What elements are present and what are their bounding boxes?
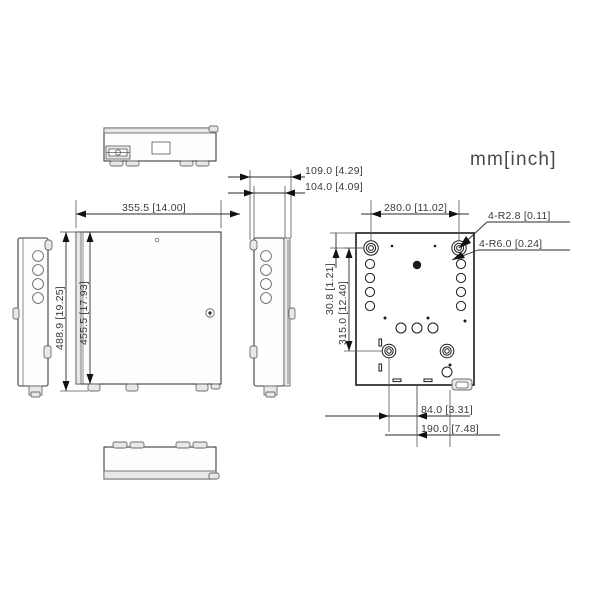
dimension-top-width-label: 355.5 [14.00] xyxy=(122,202,186,214)
bottom-view xyxy=(103,441,220,480)
dimension-height-inner-label: 455.5 [17.93] xyxy=(78,281,90,345)
mounting-hole-top-left xyxy=(363,240,379,256)
top-view xyxy=(103,125,219,167)
top-view-latch-detail xyxy=(105,145,131,160)
dimension-rear-width: 280.0 [11.02] xyxy=(361,200,469,240)
units-label: mm[inch] xyxy=(470,149,557,170)
callout-radius-small: 4-R2.8 [0.11] xyxy=(458,210,570,249)
dimension-height-outer-label: 488.9 [19.25] xyxy=(54,286,66,350)
dimension-bottom-large-label: 190.0 [7.48] xyxy=(421,423,479,435)
callout-radius-small-label: 4-R2.8 [0.11] xyxy=(488,210,551,222)
dimension-bottom-small-label: 84.0 [3.31] xyxy=(421,404,473,416)
callout-radius-large-label: 4-R6.0 [0.24] xyxy=(479,238,542,250)
dimension-rear-top-offset-label: 30.8 [1.21] xyxy=(324,263,336,315)
dimension-depth-outer: 109.0 [4.29] xyxy=(228,165,363,240)
dimension-top-width: 355.5 [14.00] xyxy=(75,200,240,228)
callout-radius-large: 4-R6.0 [0.24] xyxy=(451,238,570,261)
dimension-height-outer: 488.9 [19.25] xyxy=(54,231,88,392)
mounting-hole-bottom-right xyxy=(439,343,455,359)
dimension-depth-outer-label: 109.0 [4.29] xyxy=(305,165,363,177)
left-side-view xyxy=(12,237,53,398)
dimension-rear-hole-span-label: 315.0 [12.40] xyxy=(337,281,349,345)
dimension-rear-width-label: 280.0 [11.02] xyxy=(384,202,447,214)
dimension-rear-hole-span: 315.0 [12.40] xyxy=(337,247,382,352)
front-view xyxy=(75,231,222,392)
dimension-depth-inner: 104.0 [4.09] xyxy=(228,181,363,240)
front-view-lock xyxy=(205,308,215,318)
dimension-depth-inner-label: 104.0 [4.09] xyxy=(305,181,363,193)
dimension-bottom-large: 190.0 [7.48] xyxy=(385,385,500,447)
mounting-hole-bottom-left xyxy=(381,343,397,359)
dimension-height-inner: 455.5 [17.93] xyxy=(76,231,94,385)
right-side-view xyxy=(249,237,296,398)
